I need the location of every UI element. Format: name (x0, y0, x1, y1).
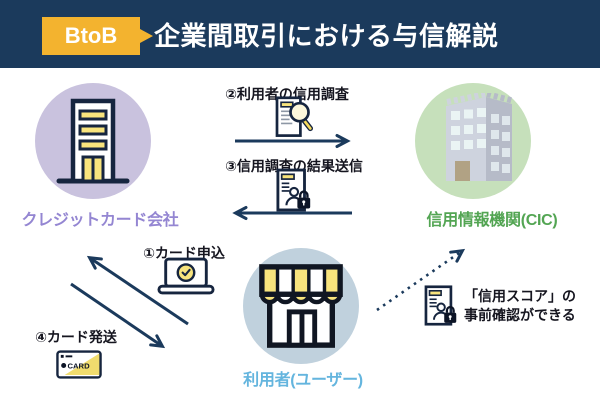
credit-company-circle (35, 83, 151, 199)
step4-label: ④カード発送 (35, 329, 117, 345)
cic-circle (415, 83, 531, 199)
document-lock-icon (276, 168, 311, 212)
step1-label: ①カード申込 (143, 245, 225, 261)
credit-card-icon: CARD (56, 350, 102, 379)
office-building-icon (56, 98, 130, 184)
credit-score-note-line2: 事前確認ができる (464, 307, 576, 323)
card-text: CARD (68, 362, 91, 371)
btob-badge: BtoB (42, 17, 140, 55)
document-search-icon (275, 96, 313, 137)
label-cic: 信用情報機関(CIC) (426, 212, 558, 229)
note-document-lock-icon (424, 285, 457, 326)
credit-score-note-line1: 「信用スコア」の (464, 288, 576, 304)
user-circle (243, 248, 359, 364)
bureau-building-icon (446, 93, 513, 181)
btob-badge-label: BtoB (64, 23, 118, 48)
label-user: 利用者(ユーザー) (243, 372, 363, 389)
header-bar: BtoB 企業間取引における与信解説 (0, 0, 600, 68)
step2-label: ②利用者の信用調査 (225, 86, 349, 102)
label-credit-company: クレジットカード会社 (21, 212, 179, 229)
laptop-check-icon (157, 257, 215, 295)
storefront-icon (259, 264, 343, 348)
badge-pointer-icon (140, 29, 153, 43)
step3-label: ③信用調査の結果送信 (225, 158, 363, 174)
page-title: 企業間取引における与信解説 (154, 20, 499, 51)
credit-score-note: 「信用スコア」の 事前確認ができる (464, 287, 576, 325)
